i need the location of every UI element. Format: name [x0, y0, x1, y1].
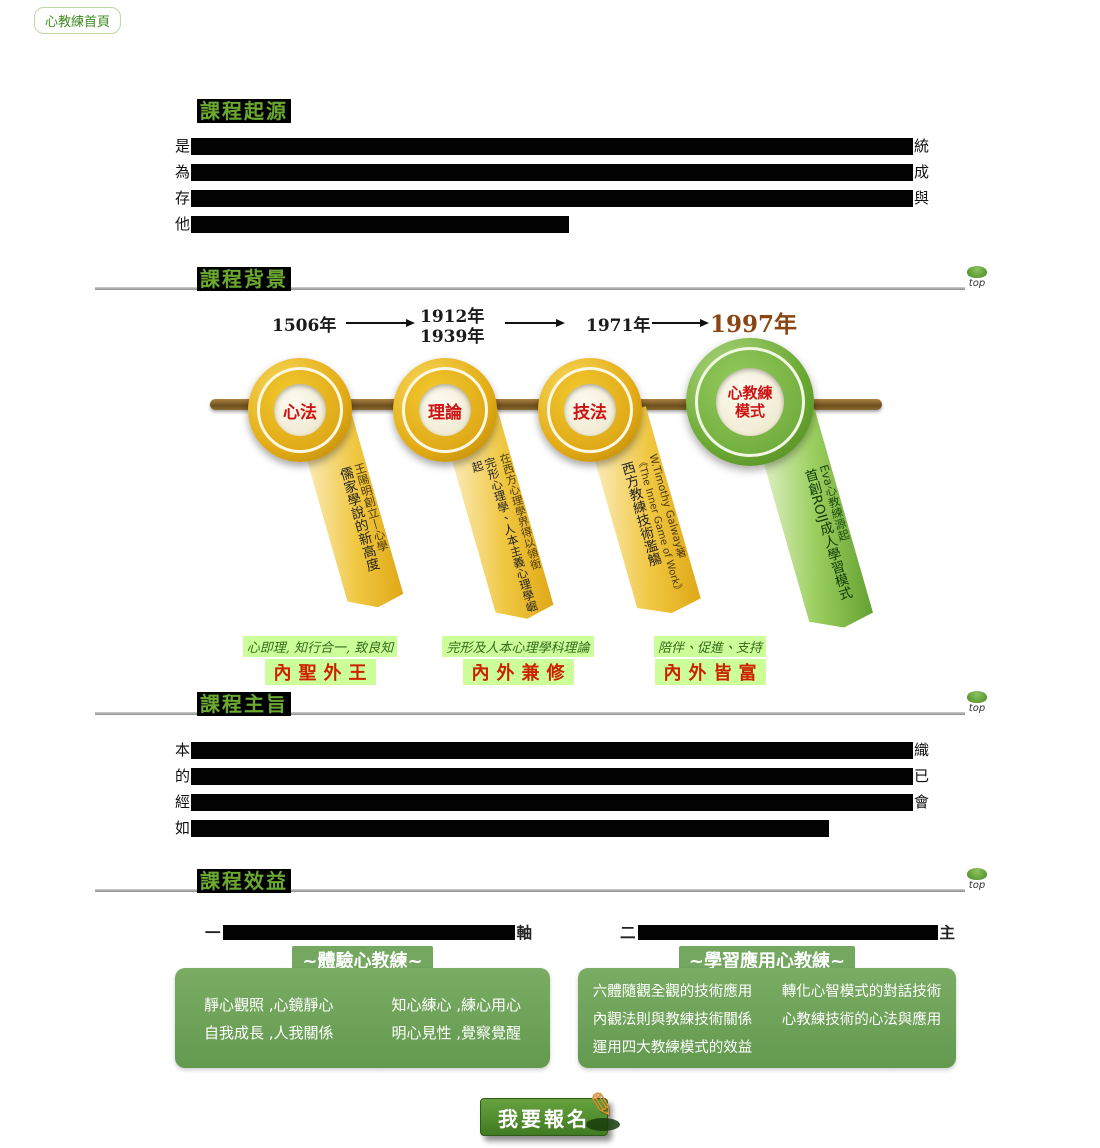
line-start-char: 為 — [175, 163, 191, 181]
benefit-col1-header: 一軸 — [205, 921, 532, 943]
caption-line1: 完形及人本心理學科理論 — [442, 636, 594, 657]
medal-theory: 理論 — [393, 358, 497, 462]
section-heading-origin: 課程起源 — [197, 99, 291, 123]
redacted-text — [222, 925, 515, 940]
benefit-item: 知心練心 ,練心用心 — [391, 995, 522, 1014]
header-start-char: 二 — [620, 924, 636, 942]
back-to-top-link[interactable]: top — [964, 691, 990, 714]
line-end-char: 與 — [914, 189, 930, 207]
redacted-text — [191, 820, 830, 837]
arrow-right-icon — [346, 319, 415, 327]
medal-label-line1: 心教練 — [727, 384, 773, 402]
section-heading-purpose: 課程主旨 — [197, 692, 291, 716]
caption-line2: 內聖外王 — [264, 659, 376, 685]
redacted-text — [191, 742, 914, 759]
medal-label-line2: 模式 — [734, 402, 765, 420]
benefit-item: 心教練技術的心法與應用 — [781, 1011, 942, 1028]
section-divider — [95, 287, 965, 290]
medal-technique: 技法 — [538, 358, 642, 462]
line-start-char: 如 — [175, 819, 191, 837]
top-label: top — [968, 278, 986, 289]
paragraph-line: 他 — [175, 211, 929, 237]
signup-button[interactable]: 我要報名 — [480, 1098, 608, 1136]
pencil-shadow — [586, 1118, 620, 1131]
section-heading-benefits: 課程效益 — [197, 869, 291, 893]
caption-line2: 內外兼修 — [462, 659, 574, 685]
benefit-item: 六體隨觀全觀的技術應用 — [592, 983, 753, 1000]
home-link[interactable]: 心教練首頁 — [34, 7, 122, 34]
line-start-char: 是 — [175, 137, 191, 155]
medal-heart-coach: 心教練 模式 — [686, 338, 814, 466]
timeline-year-1912: 1912年 — [420, 307, 485, 327]
arrow-right-icon — [652, 319, 709, 327]
line-start-char: 的 — [175, 767, 191, 785]
benefit-box-apply: 六體隨觀全觀的技術應用 轉化心智模式的對話技術 內觀法則與教練技術關係 心教練技… — [578, 968, 956, 1068]
origin-paragraph: 是統 為成 存與 他 — [175, 133, 929, 237]
section-divider — [95, 889, 965, 892]
redacted-text — [191, 794, 914, 811]
caption-line1: 陪伴、促進、支持 — [653, 636, 766, 657]
line-end-char: 已 — [914, 767, 930, 785]
top-arrow-icon — [967, 266, 987, 278]
paragraph-line: 經會 — [175, 789, 929, 815]
medal-label: 理論 — [419, 384, 471, 436]
caption-line2: 內外皆富 — [654, 659, 766, 685]
redacted-text — [191, 164, 914, 181]
header-end-char: 主 — [939, 924, 956, 942]
medal-label: 心教練 模式 — [716, 368, 784, 436]
timeline-year-1506: 1506年 — [272, 316, 337, 336]
benefit-col2-header: 二主 — [620, 921, 955, 943]
header-end-char: 軸 — [516, 924, 533, 942]
line-start-char: 經 — [175, 793, 191, 811]
redacted-text — [191, 138, 914, 155]
line-start-char: 存 — [175, 189, 191, 207]
line-start-char: 本 — [175, 741, 191, 759]
line-end-char: 統 — [914, 137, 930, 155]
line-end-char: 織 — [914, 741, 930, 759]
back-to-top-link[interactable]: top — [964, 266, 990, 289]
arrow-right-icon — [505, 319, 565, 327]
caption-line1: 心即理, 知行合一, 致良知 — [242, 636, 398, 657]
paragraph-line: 存與 — [175, 185, 929, 211]
paragraph-line: 是統 — [175, 133, 929, 159]
line-start-char: 他 — [175, 215, 191, 233]
redacted-text — [191, 216, 570, 233]
timeline-caption-2: 完形及人本心理學科理論 內外兼修 — [428, 636, 608, 685]
redacted-text — [191, 768, 914, 785]
header-start-char: 一 — [205, 924, 221, 942]
paragraph-line: 為成 — [175, 159, 929, 185]
benefit-item: 轉化心智模式的對話技術 — [781, 983, 942, 1000]
top-label: top — [968, 703, 986, 714]
timeline-year-1971: 1971年 — [586, 316, 651, 336]
purpose-paragraph: 本織 的已 經會 如 — [175, 737, 929, 841]
paragraph-line: 本織 — [175, 737, 929, 763]
medal-label: 技法 — [564, 384, 616, 436]
top-arrow-icon — [967, 691, 987, 703]
benefit-item: 靜心觀照 ,心鏡靜心 — [203, 995, 334, 1014]
benefit-box-experience: 靜心觀照 ,心鏡靜心 知心練心 ,練心用心 自我成長 ,人我關係 明心見性 ,覺… — [175, 968, 550, 1068]
benefit-item: 自我成長 ,人我關係 — [203, 1023, 334, 1042]
paragraph-line: 如 — [175, 815, 929, 841]
benefit-item: 運用四大教練模式的效益 — [592, 1039, 753, 1056]
paragraph-line: 的已 — [175, 763, 929, 789]
timeline-year-1939: 1939年 — [420, 327, 485, 347]
medal-label: 心法 — [274, 384, 326, 436]
redacted-text — [191, 190, 914, 207]
benefit-item: 明心見性 ,覺察覺醒 — [391, 1023, 522, 1042]
timeline-year-1997: 1997年 — [710, 311, 798, 338]
line-end-char: 會 — [914, 793, 930, 811]
timeline-caption-3: 陪伴、促進、支持 內外皆富 — [630, 636, 790, 685]
timeline-caption-1: 心即理, 知行合一, 致良知 內聖外王 — [228, 636, 412, 685]
section-divider — [95, 712, 965, 715]
section-heading-background: 課程背景 — [197, 267, 291, 291]
redacted-text — [637, 925, 938, 940]
top-arrow-icon — [967, 868, 987, 880]
back-to-top-link[interactable]: top — [964, 868, 990, 891]
benefit-item: 內觀法則與教練技術關係 — [592, 1011, 753, 1028]
line-end-char: 成 — [914, 163, 930, 181]
top-label: top — [968, 880, 986, 891]
medal-mindset: 心法 — [248, 358, 352, 462]
